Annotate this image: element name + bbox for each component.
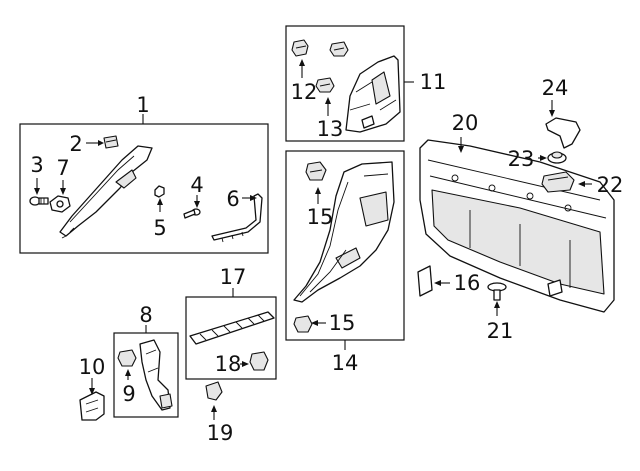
clip-part-15a	[305, 161, 327, 181]
trim-panel-part-11	[345, 55, 401, 133]
callout-18: 18	[215, 352, 242, 376]
bracket-part-8	[139, 339, 173, 411]
screw-part-4	[183, 208, 201, 219]
clip-part-18	[249, 351, 269, 371]
callout-15a: 15	[307, 205, 334, 229]
clip-part-12b	[329, 41, 349, 57]
callout-10: 10	[79, 355, 106, 379]
callout-14: 14	[332, 351, 359, 375]
clip-part-12a	[291, 39, 309, 57]
callout-2: 2	[69, 132, 82, 156]
callout-15b: 15	[329, 311, 356, 335]
callout-11: 11	[420, 70, 447, 94]
clip-part-2	[103, 135, 119, 149]
callout-1: 1	[136, 93, 149, 117]
callout-19: 19	[207, 421, 234, 445]
callout-7: 7	[56, 156, 69, 180]
quarter-trim-part-14	[293, 161, 395, 303]
callout-17: 17	[220, 265, 247, 289]
callout-13: 13	[317, 117, 344, 141]
clip-part-13	[315, 77, 335, 93]
push-pin-part-3	[29, 196, 49, 206]
callout-24: 24	[542, 76, 569, 100]
callout-6: 6	[226, 187, 239, 211]
callout-23: 23	[508, 147, 535, 171]
group-box-17	[185, 296, 277, 380]
callout-9: 9	[122, 382, 135, 406]
grommet-part-23	[547, 151, 567, 164]
callout-22: 22	[597, 173, 624, 197]
bracket-part-24	[545, 117, 581, 149]
callout-3: 3	[30, 153, 43, 177]
clip-part-16	[417, 265, 433, 297]
nut-part-5	[154, 185, 165, 198]
callout-16: 16	[454, 271, 481, 295]
pin-part-21	[487, 282, 507, 301]
group-box-11	[285, 25, 405, 142]
group-box-1	[19, 123, 269, 254]
callout-4: 4	[190, 173, 203, 197]
callout-21: 21	[487, 319, 514, 343]
scuff-plate-part-17	[189, 311, 275, 345]
retainer-part-7	[49, 195, 71, 213]
clip-part-9	[117, 349, 137, 367]
cap-part-22	[541, 171, 575, 193]
bracket-part-10	[79, 391, 105, 421]
callout-12: 12	[291, 80, 318, 104]
callout-20: 20	[452, 111, 479, 135]
callout-5: 5	[153, 216, 166, 240]
clip-part-15b	[293, 315, 313, 333]
pillar-trim-part	[59, 145, 153, 239]
callout-8: 8	[139, 303, 152, 327]
weatherstrip-part-6	[211, 193, 263, 243]
clip-part-19	[205, 381, 223, 401]
